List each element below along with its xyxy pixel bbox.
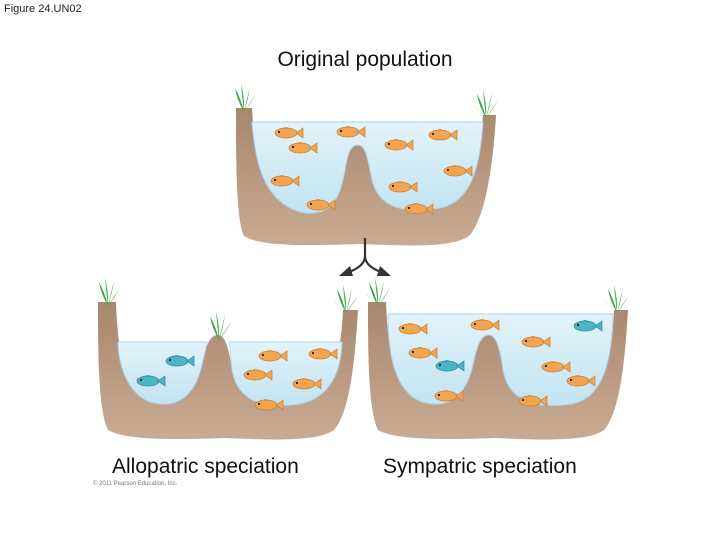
allopatric-pond (95, 278, 358, 440)
original-population-pond (231, 84, 498, 246)
copyright-notice: © 2011 Pearson Education, Inc. (93, 481, 178, 487)
diagram-title: Original population (277, 48, 453, 71)
water (387, 313, 614, 406)
split-arrow (339, 238, 391, 276)
grass-tuft (365, 278, 390, 306)
grass-tuft (473, 90, 498, 118)
allopatric-caption: Allopatric speciation (112, 455, 299, 478)
figure-label: Figure 24.UN02 (4, 3, 82, 15)
grass-tuft (95, 278, 120, 306)
grass-tuft (604, 285, 629, 313)
grass-tuft (231, 84, 256, 112)
grass-tuft (206, 312, 231, 340)
grass-tuft (333, 285, 358, 313)
water (251, 121, 484, 214)
sympatric-pond (365, 278, 629, 440)
sympatric-caption: Sympatric speciation (383, 455, 577, 478)
